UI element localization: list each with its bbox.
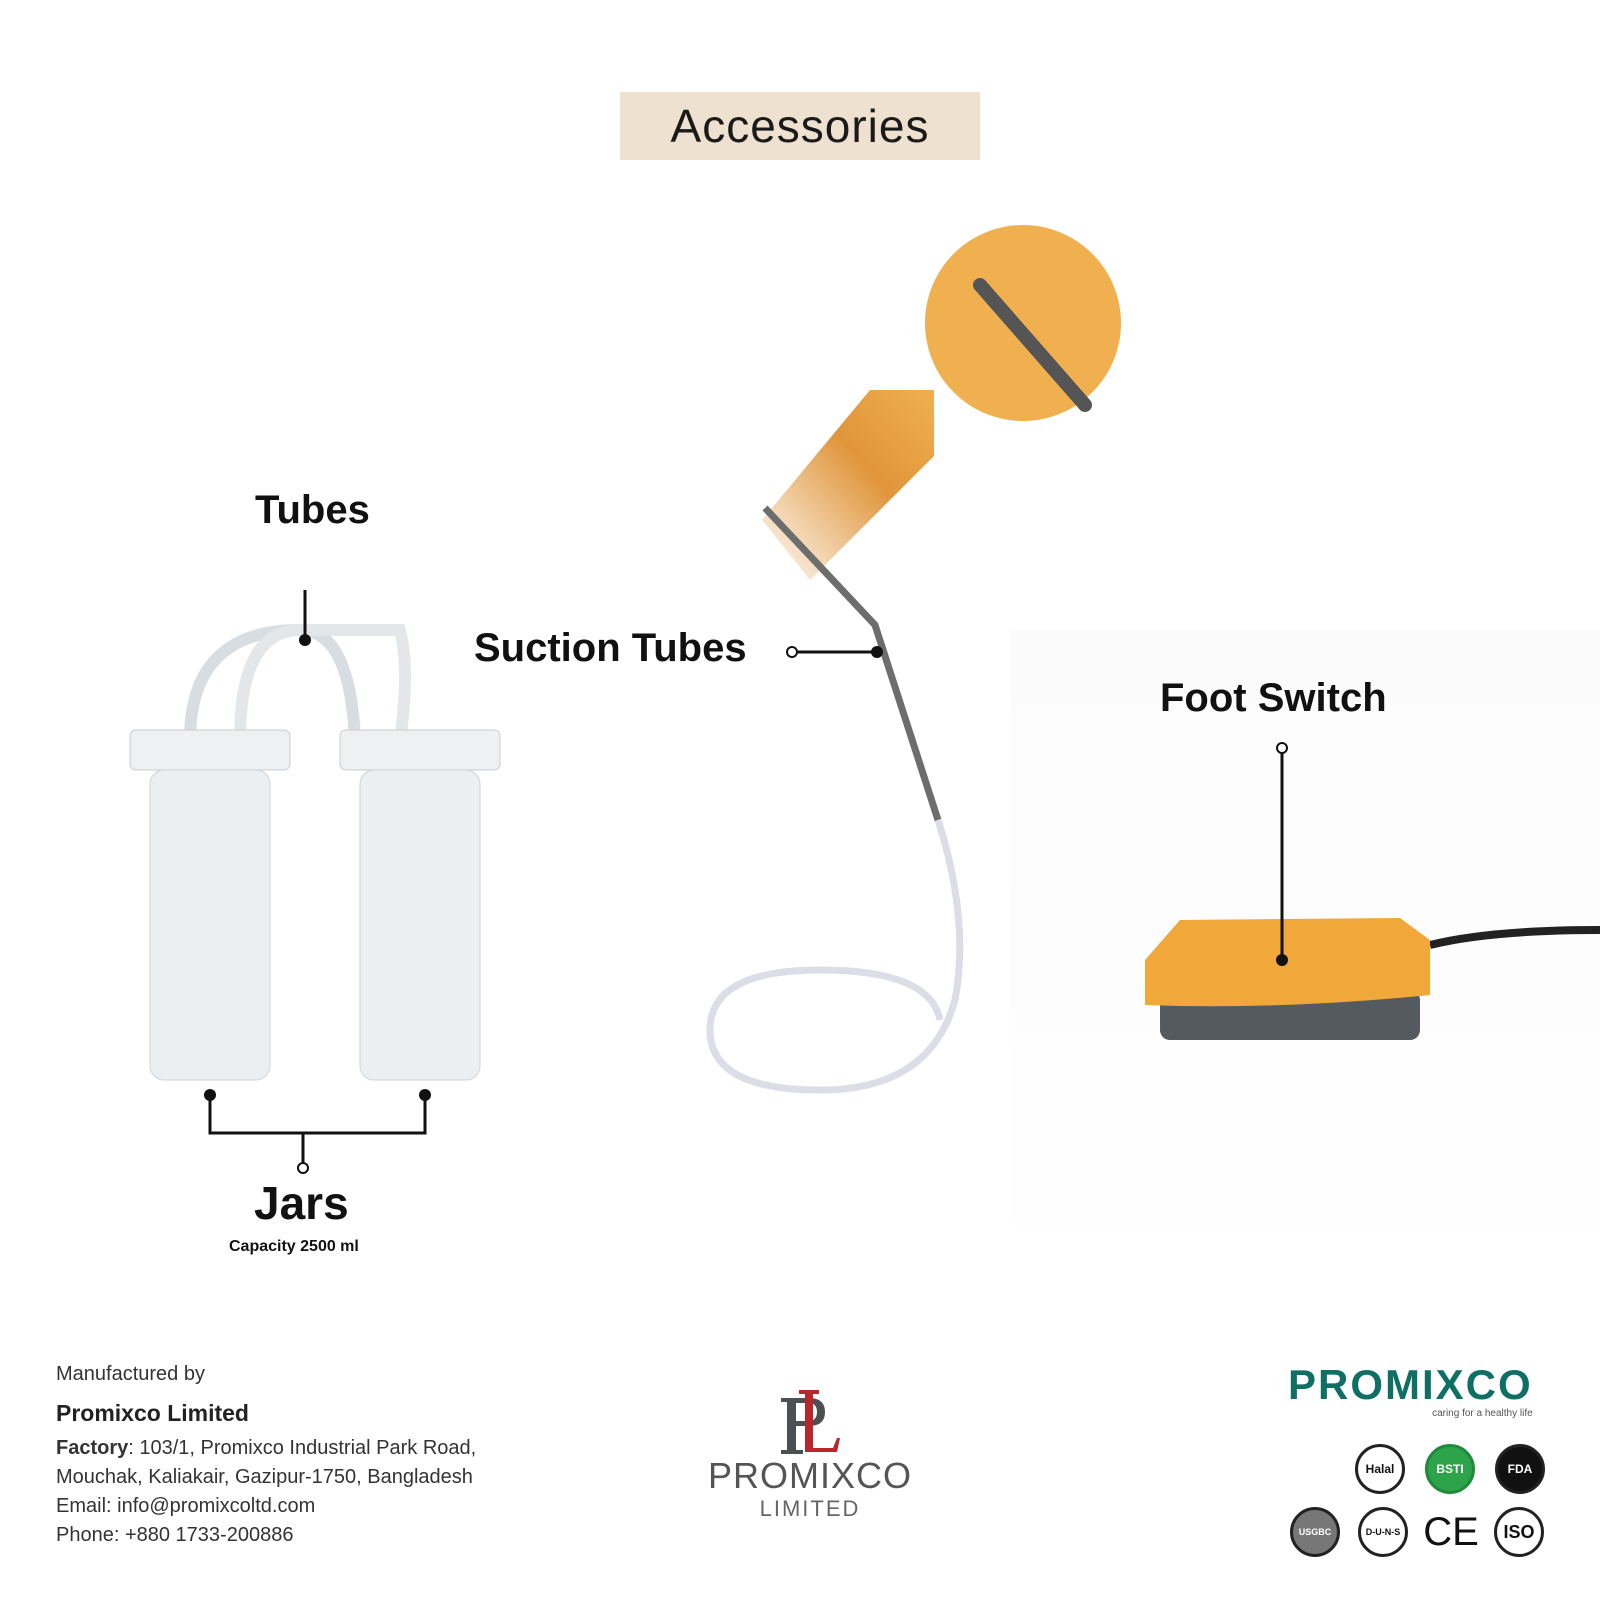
tip-zoom-circle (925, 225, 1121, 421)
logo-suffix: LIMITED (759, 1496, 861, 1521)
factory-address-2: Mouchak, Kaliakair, Gazipur-1750, Bangla… (56, 1466, 473, 1488)
factory-address-1: : 103/1, Promixco Industrial Park Road, (128, 1437, 477, 1459)
ce-mark-icon: CE (1423, 1509, 1479, 1554)
foot-switch-label: Foot Switch (1160, 676, 1387, 720)
zoom-beam (762, 390, 934, 580)
usgbc-badge-icon: USGBC (1290, 1507, 1340, 1557)
brand-logo: PROMIXCO caring for a healthy life (1288, 1362, 1533, 1420)
certifications-row-2: USGBC D-U-N-S CE ISO (1290, 1507, 1544, 1557)
logo-name: PROMIXCO (707, 1455, 912, 1496)
company-name: Promixco Limited (56, 1400, 249, 1426)
page-title: Accessories (620, 92, 980, 160)
jar-left (129, 729, 291, 1081)
iso-badge-icon: ISO (1494, 1507, 1544, 1557)
manufactured-by: Manufactured by (56, 1363, 205, 1385)
certifications-row-1: Halal BSTI FDA (1355, 1444, 1545, 1494)
jars-label: Jars (254, 1177, 349, 1229)
foot-switch-illustration (1145, 742, 1600, 1040)
manufacturer-info: Manufactured by Promixco Limited Factory… (56, 1360, 476, 1550)
jars-illustration (129, 590, 501, 1174)
suction-tubes-label: Suction Tubes (474, 626, 747, 670)
brand-tagline: caring for a healthy life (1432, 1408, 1533, 1419)
factory-label: Factory (56, 1437, 129, 1459)
phone[interactable]: Phone: +880 1733-200886 (56, 1524, 294, 1546)
brand-name: PROMIXCO (1288, 1361, 1533, 1408)
halal-badge-icon: Halal (1355, 1444, 1405, 1494)
fda-badge-icon: FDA (1495, 1444, 1545, 1494)
duns-badge-icon: D-U-N-S (1358, 1507, 1408, 1557)
tubes-label: Tubes (255, 488, 370, 532)
bsti-badge-icon: BSTI (1425, 1444, 1475, 1494)
email[interactable]: Email: info@promixcoltd.com (56, 1495, 316, 1517)
promixco-limited-logo: PROMIXCO LIMITED (700, 1390, 920, 1522)
monogram-logo (781, 1390, 840, 1454)
jar-right (339, 729, 501, 1081)
jars-capacity: Capacity 2500 ml (229, 1238, 359, 1255)
suction-tube-illustration (706, 225, 1121, 1094)
